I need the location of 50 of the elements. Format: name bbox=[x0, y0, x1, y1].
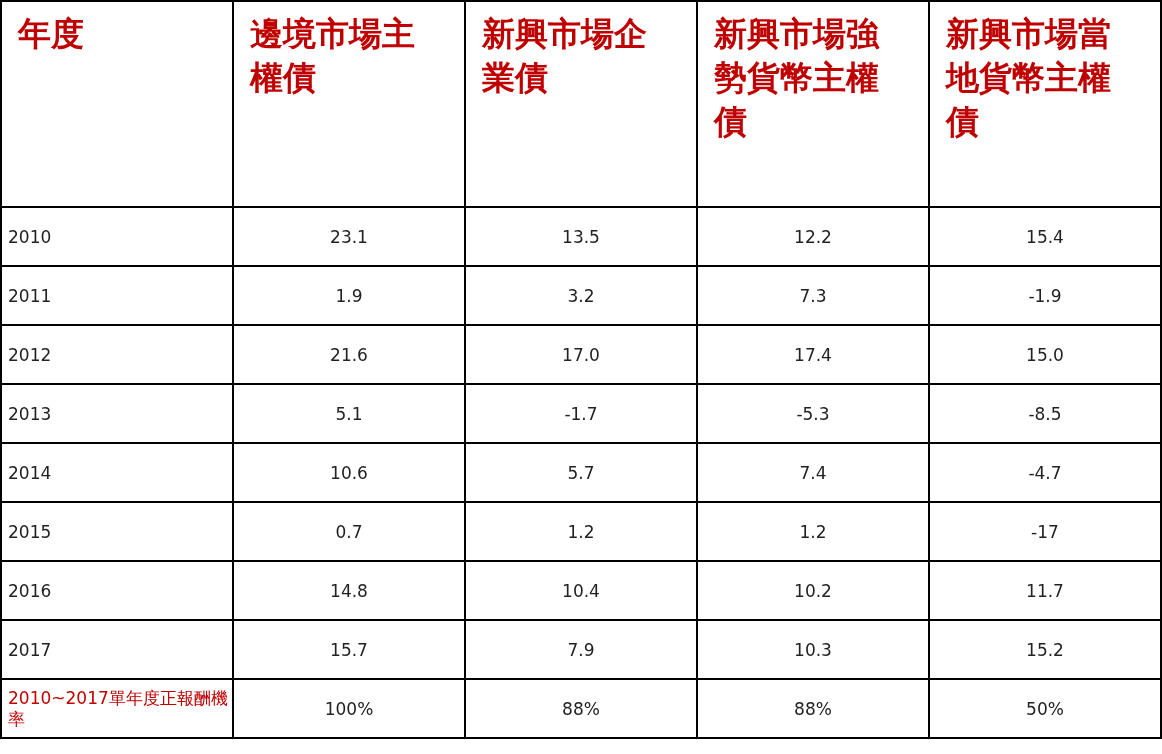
table-cell: 5.7 bbox=[465, 443, 697, 502]
table-cell: 15.2 bbox=[929, 620, 1161, 679]
table-cell: 17.0 bbox=[465, 325, 697, 384]
table-cell: 23.1 bbox=[233, 207, 465, 266]
table-cell: 3.2 bbox=[465, 266, 697, 325]
table-cell: 1.2 bbox=[697, 502, 929, 561]
table-cell: 7.9 bbox=[465, 620, 697, 679]
row-header-cell: 2013 bbox=[1, 384, 233, 443]
column-header-cell: 年度 bbox=[1, 1, 233, 207]
table-cell: 5.1 bbox=[233, 384, 465, 443]
column-header-cell: 邊境市場主權債 bbox=[233, 1, 465, 207]
table-cell: 17.4 bbox=[697, 325, 929, 384]
row-header-cell: 2017 bbox=[1, 620, 233, 679]
table-cell: 100% bbox=[233, 679, 465, 738]
row-header-cell: 2016 bbox=[1, 561, 233, 620]
table-cell: 7.3 bbox=[697, 266, 929, 325]
table-cell: 7.4 bbox=[697, 443, 929, 502]
table-cell: 88% bbox=[697, 679, 929, 738]
table-cell: 0.7 bbox=[233, 502, 465, 561]
table-cell: -8.5 bbox=[929, 384, 1161, 443]
table-cell: 15.7 bbox=[233, 620, 465, 679]
table-cell: 12.2 bbox=[697, 207, 929, 266]
table-cell: 21.6 bbox=[233, 325, 465, 384]
row-header-cell: 2010 bbox=[1, 207, 233, 266]
table-cell: 10.3 bbox=[697, 620, 929, 679]
table-cell: 15.4 bbox=[929, 207, 1161, 266]
column-header-cell: 新興市場當地貨幣主權債 bbox=[929, 1, 1161, 207]
table-cell: 88% bbox=[465, 679, 697, 738]
row-header-cell: 2010~2017單年度正報酬機率 bbox=[1, 679, 233, 738]
table-cell: 13.5 bbox=[465, 207, 697, 266]
table-cell: -1.9 bbox=[929, 266, 1161, 325]
table-cell: -1.7 bbox=[465, 384, 697, 443]
table-cell: 14.8 bbox=[233, 561, 465, 620]
table-cell: 10.4 bbox=[465, 561, 697, 620]
table-cell: -4.7 bbox=[929, 443, 1161, 502]
table-cell: 1.9 bbox=[233, 266, 465, 325]
row-header-cell: 2015 bbox=[1, 502, 233, 561]
row-header-cell: 2012 bbox=[1, 325, 233, 384]
table-cell: -17 bbox=[929, 502, 1161, 561]
column-header-cell: 新興市場企業債 bbox=[465, 1, 697, 207]
table-cell: -5.3 bbox=[697, 384, 929, 443]
column-header-cell: 新興市場強勢貨幣主權債 bbox=[697, 1, 929, 207]
table-cell: 10.2 bbox=[697, 561, 929, 620]
table-cell: 50% bbox=[929, 679, 1161, 738]
table-cell: 10.6 bbox=[233, 443, 465, 502]
table-cell: 1.2 bbox=[465, 502, 697, 561]
row-header-cell: 2011 bbox=[1, 266, 233, 325]
table-cell: 11.7 bbox=[929, 561, 1161, 620]
table-cell: 15.0 bbox=[929, 325, 1161, 384]
row-header-cell: 2014 bbox=[1, 443, 233, 502]
